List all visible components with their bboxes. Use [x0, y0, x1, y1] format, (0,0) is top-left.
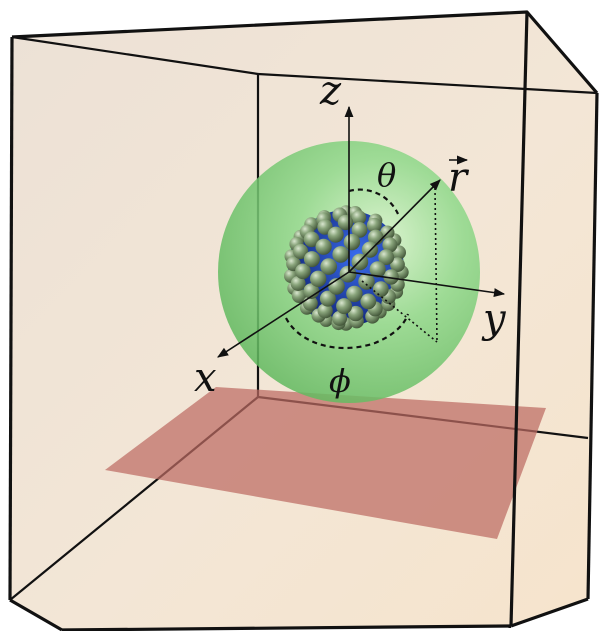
nanoparticle [327, 226, 344, 243]
projection-lines [361, 187, 438, 343]
nanoparticle [390, 257, 405, 273]
nanoparticle [332, 246, 350, 263]
nanoparticle [332, 310, 348, 326]
z-axis-label: z [319, 68, 342, 114]
axes [217, 105, 506, 358]
nanoparticle [315, 238, 332, 255]
nanoparticle [317, 303, 333, 319]
nanoparticle [336, 298, 353, 315]
nanoparticle [351, 210, 367, 226]
r-vector [348, 179, 441, 273]
nanoparticle [319, 290, 336, 307]
phi-arc [285, 313, 410, 350]
nanoparticle [337, 214, 354, 231]
nanoparticle [372, 281, 389, 298]
nanoparticle [293, 243, 309, 260]
nanoparticle [369, 261, 386, 278]
nanoparticle [303, 251, 320, 268]
nanoparticle [310, 270, 327, 287]
y-axis-label: y [481, 296, 507, 342]
theta-label: θ [377, 156, 396, 194]
theta-arc [348, 188, 399, 215]
nanoparticle [351, 222, 368, 238]
ground-plane [105, 387, 546, 539]
x-axis [217, 271, 350, 358]
nanoparticle [290, 276, 306, 291]
nanoparticle [343, 233, 361, 251]
nanoparticle [320, 258, 338, 275]
phi-label: ϕ [329, 362, 351, 400]
nanoparticle [358, 273, 375, 290]
nanoparticle [295, 263, 311, 280]
nanoparticle [383, 269, 399, 285]
nanoparticle [382, 237, 398, 253]
nanoparticle [303, 231, 320, 248]
nanoparticle [360, 293, 377, 310]
nanoparticle [378, 249, 395, 266]
nanoparticle [303, 283, 320, 299]
box-front-edges [8, 10, 599, 631]
nanoparticle [361, 241, 378, 258]
x-axis-label: x [194, 355, 217, 401]
r-vector-label: r [448, 155, 470, 201]
nanoparticle [348, 305, 364, 322]
nanoparticle [291, 288, 307, 303]
nanoparticle [346, 285, 363, 303]
nanoparticle [366, 217, 382, 233]
y-axis [348, 271, 506, 298]
nanoparticle [339, 265, 357, 283]
